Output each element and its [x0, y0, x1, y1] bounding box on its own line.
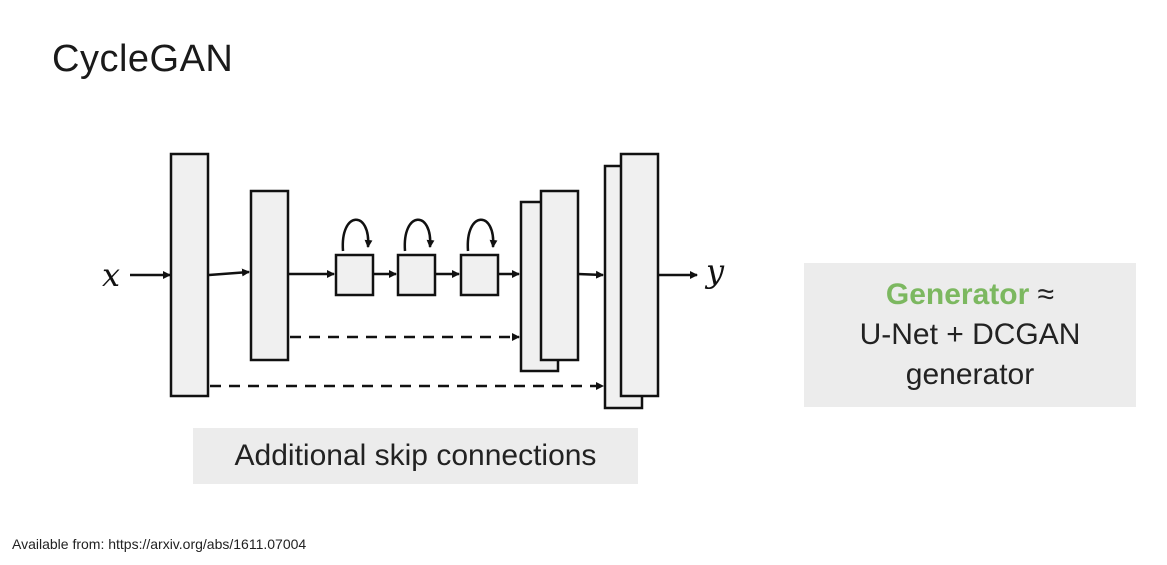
- residual-block-1: [334, 253, 375, 297]
- input-label: x: [102, 256, 120, 294]
- approx-symbol: ≈: [1037, 278, 1055, 311]
- generator-note-line2: U-Net + DCGAN: [859, 318, 1081, 351]
- residual-loop-2: [403, 218, 435, 252]
- decoder-block-2-front: [619, 152, 660, 398]
- generator-highlight: Generator: [885, 278, 1030, 311]
- decoder-block-1-front: [539, 189, 580, 362]
- residual-block-2: [396, 253, 437, 297]
- generator-note: Generator ≈ U-Net + DCGAN generator: [804, 263, 1136, 407]
- residual-loop-3: [466, 218, 498, 252]
- generator-note-line1: Generator ≈: [886, 275, 1054, 315]
- arrow-dec1-to-dec2: [577, 270, 604, 279]
- generator-note-line3: generator: [905, 358, 1035, 391]
- arrow-enc1-to-enc2: [208, 268, 250, 277]
- encoder-block-1: [169, 152, 210, 398]
- output-label: y: [704, 252, 725, 290]
- citation-footer: Available from: https://arxiv.org/abs/16…: [12, 536, 307, 552]
- encoder-block-2: [249, 189, 290, 362]
- slide-title: CycleGAN: [52, 38, 234, 80]
- skip-connections-caption: Additional skip connections: [193, 428, 638, 484]
- residual-block-3: [459, 253, 500, 297]
- residual-loop-1: [341, 218, 373, 252]
